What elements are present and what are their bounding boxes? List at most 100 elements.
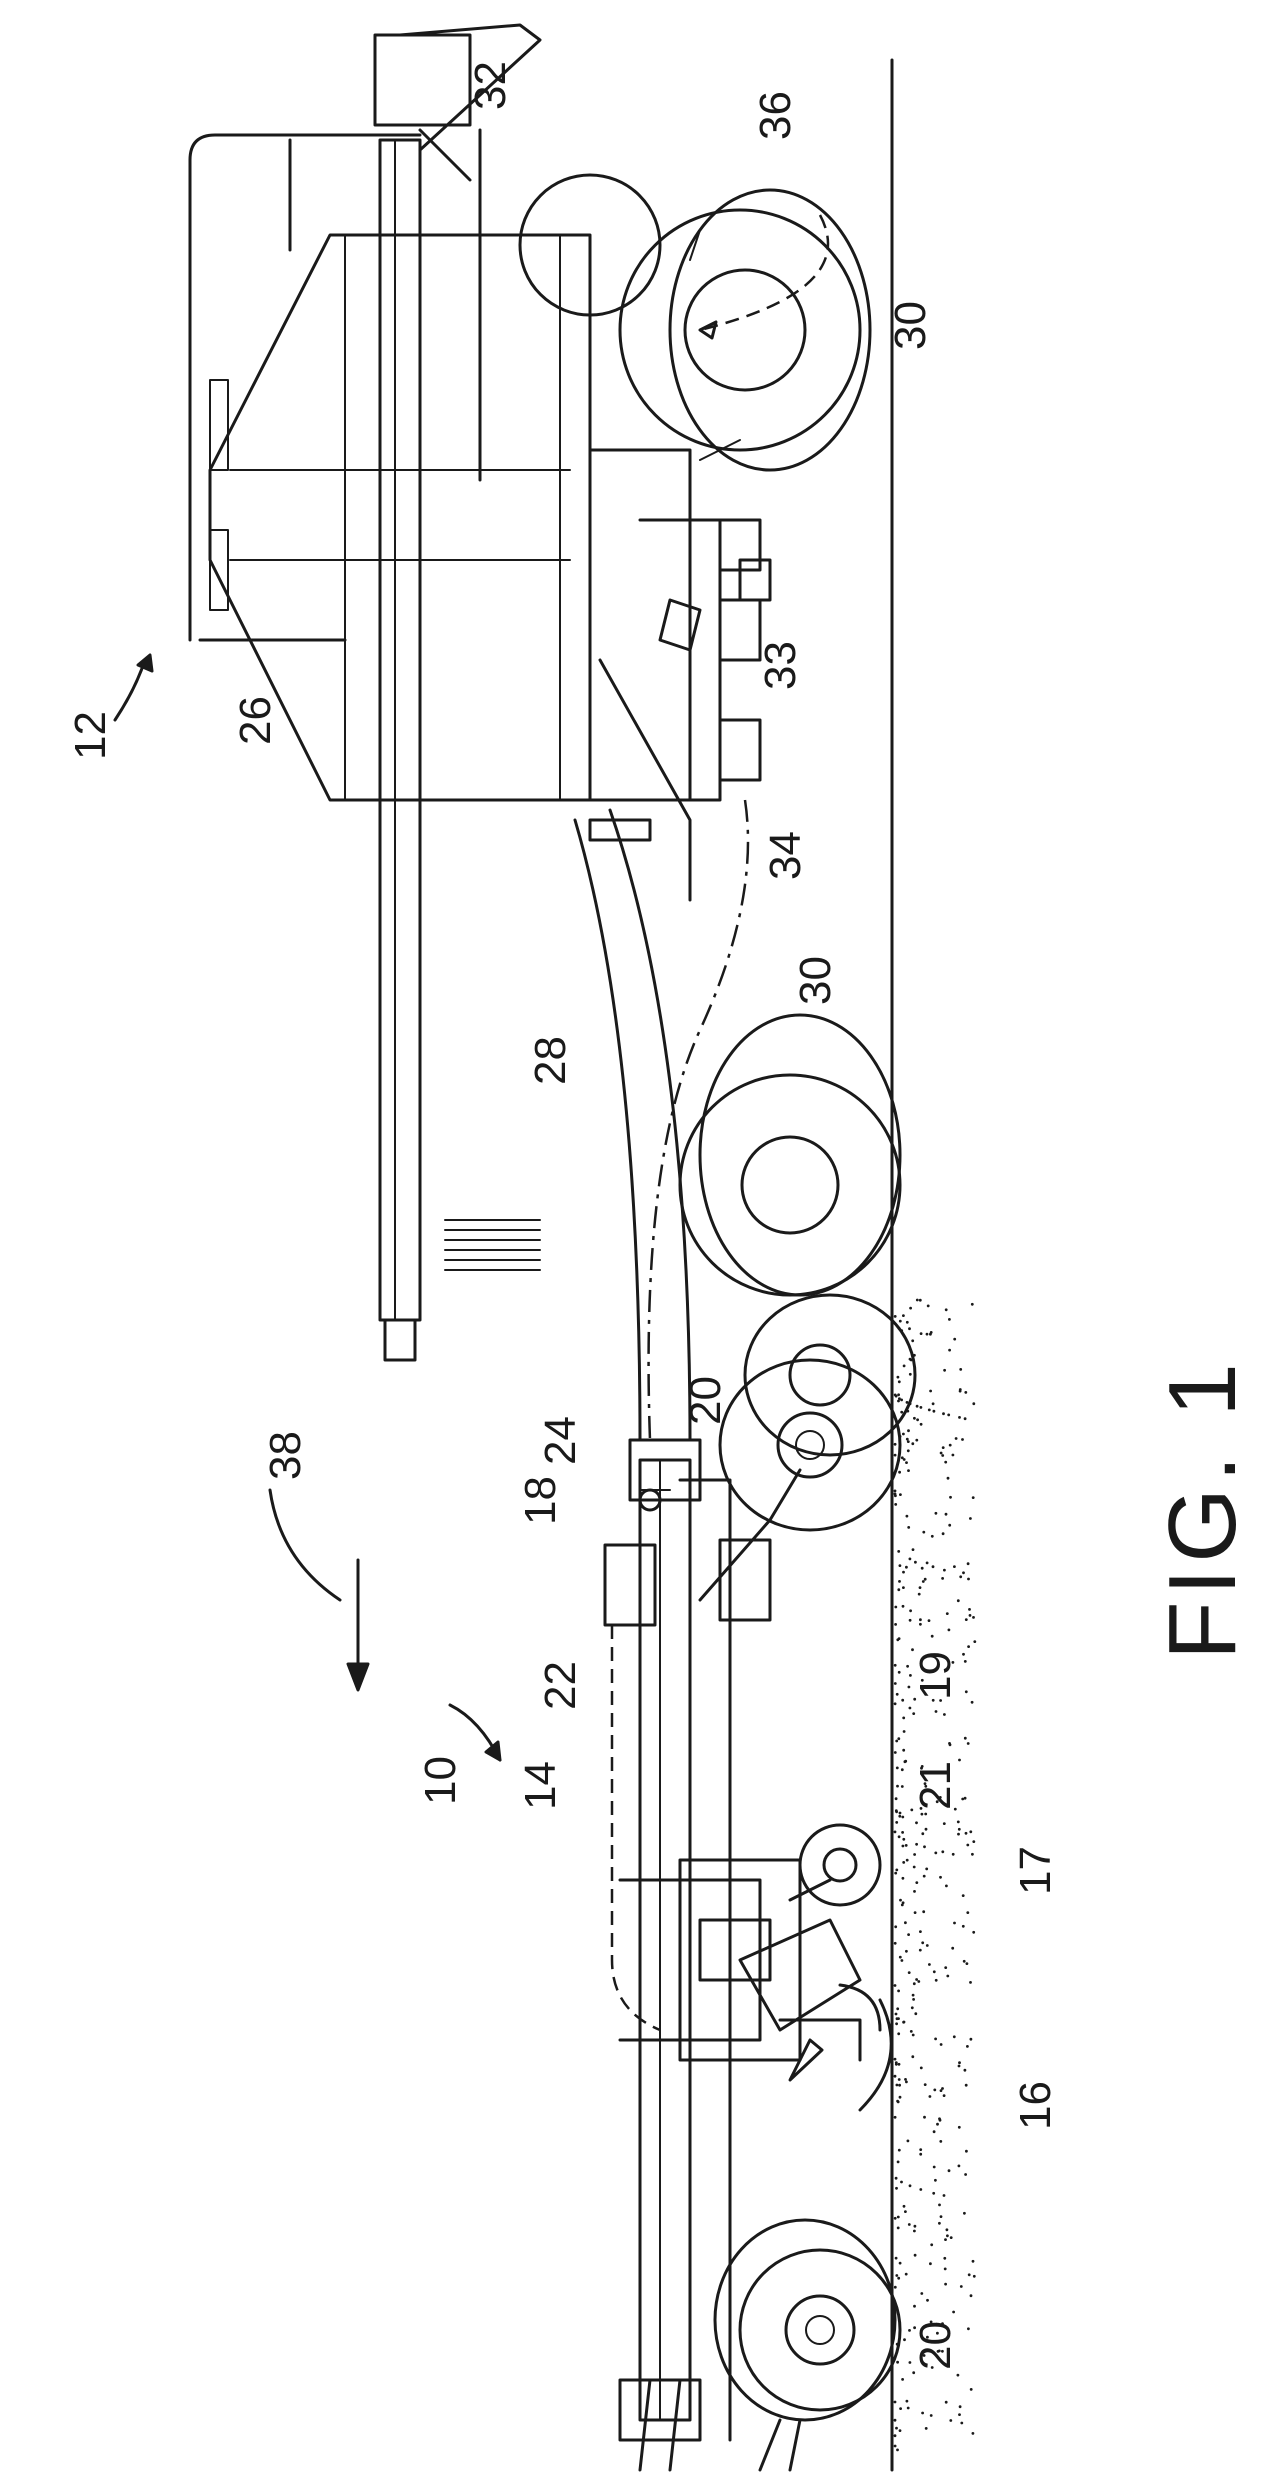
soil-dot bbox=[899, 2096, 902, 2099]
soil-dot bbox=[894, 1454, 897, 1457]
soil-dot bbox=[903, 2205, 906, 2208]
soil-dot bbox=[964, 1391, 967, 1394]
soil-dot bbox=[906, 1515, 909, 1518]
soil-dot bbox=[905, 1461, 908, 1464]
soil-dot bbox=[942, 1412, 945, 1415]
ref-36: 36 bbox=[751, 91, 800, 140]
soil-dot bbox=[962, 1925, 965, 1928]
ref-10: 10 bbox=[416, 1756, 465, 1805]
soil-dot bbox=[904, 2078, 907, 2081]
soil-dot bbox=[966, 2045, 969, 2048]
soil-dot bbox=[959, 1368, 962, 1371]
soil-dot bbox=[967, 1742, 970, 1745]
ref-18: 18 bbox=[516, 1476, 565, 1525]
soil-dot bbox=[943, 2194, 946, 2197]
soil-dot bbox=[940, 2043, 943, 2046]
soil-dot bbox=[935, 1979, 938, 1982]
soil-dot bbox=[948, 1742, 951, 1745]
soil-dot bbox=[970, 2294, 973, 2297]
soil-dot bbox=[943, 2257, 946, 2260]
soil-dot bbox=[898, 1380, 901, 1383]
soil-dot bbox=[964, 1660, 967, 1663]
soil-dot bbox=[972, 1496, 975, 1499]
soil-dot bbox=[899, 1564, 902, 1567]
ref-20a: 20 bbox=[681, 1376, 730, 1425]
soil-dot bbox=[898, 2084, 901, 2087]
soil-dot bbox=[905, 1844, 908, 1847]
soil-dot bbox=[958, 2413, 961, 2416]
soil-dot bbox=[905, 1950, 908, 1953]
soil-dot bbox=[897, 1990, 900, 1993]
soil-dot bbox=[933, 1410, 936, 1413]
soil-dot bbox=[971, 1853, 974, 1856]
soil-dot bbox=[894, 1831, 897, 1834]
soil-dot bbox=[897, 1737, 900, 1740]
auger-spout-lines bbox=[445, 1220, 540, 1270]
soil-dot bbox=[897, 2216, 900, 2219]
soil-dot bbox=[966, 1911, 969, 1914]
soil-dot bbox=[902, 1717, 905, 1720]
soil-dot bbox=[922, 1531, 925, 1534]
soil-dot bbox=[912, 2034, 915, 2037]
ref-26: 26 bbox=[231, 696, 280, 745]
soil-dot bbox=[896, 1767, 899, 1770]
soil-dot bbox=[895, 2274, 898, 2277]
soil-dot bbox=[919, 1586, 922, 1589]
soil-dot bbox=[915, 1843, 918, 1846]
soil-dot bbox=[906, 1665, 909, 1668]
soil-dot bbox=[897, 2277, 900, 2280]
soil-dot bbox=[930, 2243, 933, 2246]
soil-dot bbox=[900, 1411, 903, 1414]
soil-dot bbox=[896, 2007, 899, 2010]
soil-dot bbox=[916, 1299, 919, 1302]
soil-dot bbox=[901, 1904, 904, 1907]
soil-dot bbox=[894, 1503, 897, 1506]
soil-dot bbox=[919, 1949, 922, 1952]
soil-dot bbox=[960, 2285, 963, 2288]
soil-dot bbox=[923, 2116, 926, 2119]
soil-dot bbox=[944, 1461, 947, 1464]
soil-dot bbox=[898, 1580, 901, 1583]
soil-dot bbox=[912, 2371, 915, 2374]
wheel-20-rear bbox=[715, 2220, 900, 2420]
soil-dot bbox=[963, 2212, 966, 2215]
soil-dot bbox=[924, 1578, 927, 1581]
soil-dot bbox=[901, 1768, 904, 1771]
soil-dot bbox=[972, 2432, 975, 2435]
soil-dot bbox=[903, 2338, 906, 2341]
soil-dot bbox=[921, 1832, 924, 1835]
soil-dot bbox=[902, 1433, 905, 1436]
soil-dot bbox=[895, 2257, 898, 2260]
soil-dot bbox=[919, 1618, 922, 1621]
soil-dot bbox=[920, 1332, 923, 1335]
soil-dot bbox=[957, 1599, 960, 1602]
soil-dot bbox=[932, 1402, 935, 1405]
soil-dot bbox=[940, 1452, 943, 1455]
soil-dot bbox=[906, 1859, 909, 1862]
soil-dot bbox=[967, 1562, 970, 1565]
soil-dot bbox=[964, 1737, 967, 1740]
leader-12 bbox=[115, 660, 145, 720]
soil-dot bbox=[958, 1759, 961, 1762]
soil-dot bbox=[924, 1813, 927, 1816]
soil-dot bbox=[901, 1699, 904, 1702]
soil-dot bbox=[897, 2161, 900, 2164]
soil-dot bbox=[894, 1493, 897, 1496]
soil-stipple bbox=[894, 1299, 977, 2452]
soil-dot bbox=[958, 2061, 961, 2064]
soil-dot bbox=[915, 1439, 918, 1442]
soil-dot bbox=[909, 1558, 912, 1561]
soil-dot bbox=[896, 2100, 899, 2103]
soil-dot bbox=[922, 1580, 925, 1583]
soil-dot bbox=[946, 1612, 949, 1615]
soil-dot bbox=[938, 2117, 941, 2120]
ref-21: 21 bbox=[911, 1761, 960, 1810]
soil-dot bbox=[922, 1910, 925, 1913]
soil-dot bbox=[896, 1785, 899, 1788]
soil-dot bbox=[909, 1373, 912, 1376]
soil-dot bbox=[965, 1832, 968, 1835]
arrowhead-10 bbox=[486, 1742, 500, 1760]
soil-dot bbox=[962, 1894, 965, 1897]
soil-dot bbox=[901, 2378, 904, 2381]
